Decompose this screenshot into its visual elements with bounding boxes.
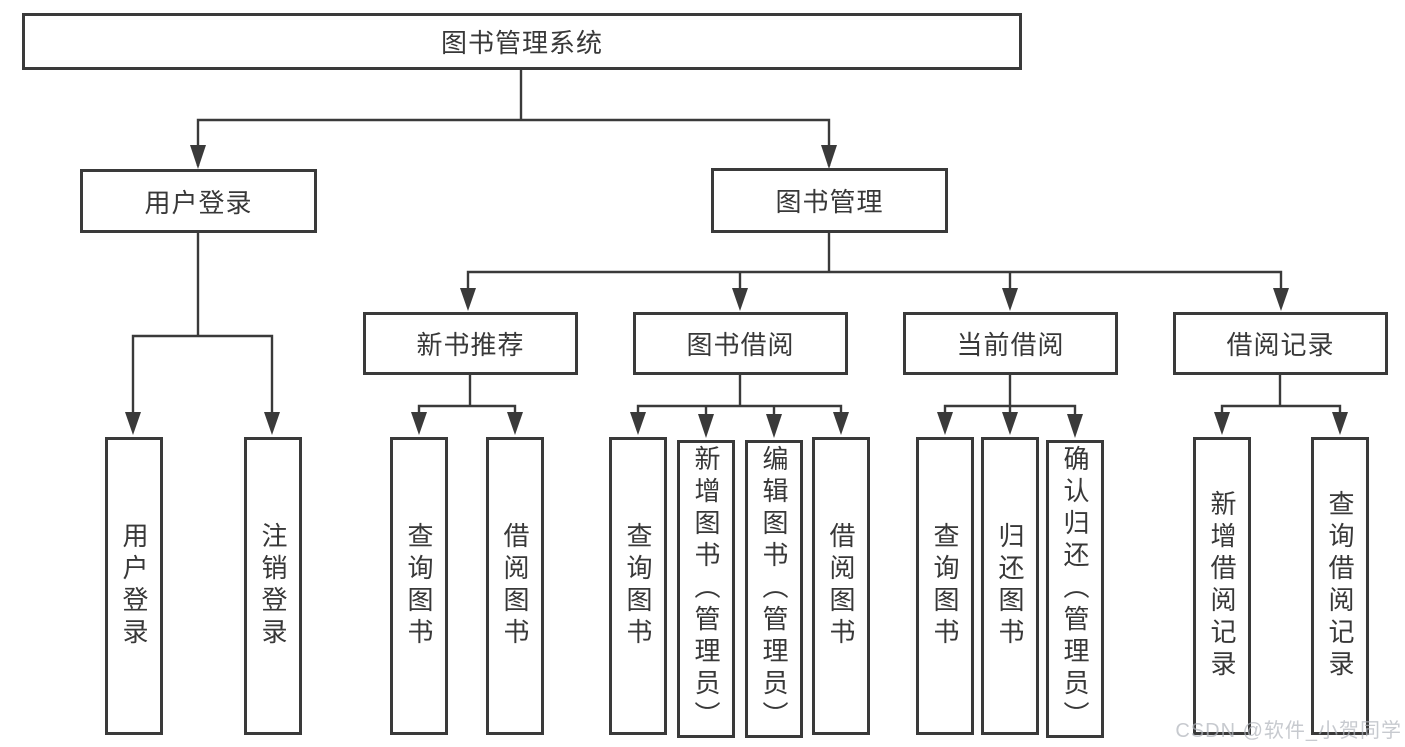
leaf-label: 编辑图书（管理员） [759, 445, 789, 733]
leaf-label: 确认归还（管理员） [1060, 445, 1090, 733]
leaf-confirm-return-admin: 确认归还（管理员） [1046, 440, 1104, 738]
leaf-add-book-admin: 新增图书（管理员） [677, 440, 735, 738]
leaf-user-login: 用户登录 [105, 437, 163, 735]
leaf-label: 借阅图书 [500, 522, 530, 650]
connector-user-login-children [125, 232, 280, 435]
node-library-management-system: 图书管理系统 [22, 13, 1022, 70]
connector-book-management-to-level3 [460, 232, 1289, 311]
node-label: 借阅记录 [1226, 330, 1335, 360]
leaf-label: 新增图书（管理员） [691, 445, 721, 733]
leaf-query-books-2: 查询图书 [609, 437, 667, 735]
node-user-login: 用户登录 [80, 169, 317, 233]
leaf-label: 用户登录 [119, 522, 149, 650]
csdn-watermark: CSDN @软件_小贺同学 [1175, 720, 1402, 742]
connector-current-borrowing-children [937, 374, 1083, 438]
leaf-label: 查询图书 [404, 522, 434, 650]
node-label: 图书借阅 [686, 330, 795, 360]
connector-root-to-level2 [190, 69, 837, 169]
leaf-query-books-3: 查询图书 [916, 437, 974, 735]
leaf-add-borrow-record: 新增借阅记录 [1193, 437, 1251, 735]
leaf-label: 归还图书 [995, 522, 1025, 650]
connector-book-borrowing-children [630, 374, 849, 438]
leaf-return-book: 归还图书 [981, 437, 1039, 735]
leaf-borrow-books-1: 借阅图书 [486, 437, 544, 735]
node-new-book-recommend: 新书推荐 [363, 312, 578, 375]
leaf-label: 借阅图书 [826, 522, 856, 650]
leaf-label: 查询图书 [930, 522, 960, 650]
node-book-borrowing: 图书借阅 [633, 312, 848, 375]
node-label: 用户登录 [144, 187, 253, 218]
leaf-label: 新增借阅记录 [1207, 490, 1237, 682]
node-borrowing-records: 借阅记录 [1173, 312, 1388, 375]
connector-borrowing-records-children [1214, 374, 1348, 435]
connector-new-book-recommend-children [411, 374, 523, 435]
node-book-management: 图书管理 [711, 168, 948, 233]
node-label: 图书管理系统 [440, 28, 603, 58]
node-label: 图书管理 [775, 187, 884, 217]
node-current-borrowing: 当前借阅 [903, 312, 1118, 375]
leaf-borrow-books-2: 借阅图书 [812, 437, 870, 735]
leaf-logout: 注销登录 [244, 437, 302, 735]
leaf-label: 注销登录 [258, 522, 288, 650]
node-label: 当前借阅 [956, 330, 1065, 360]
leaf-query-books-1: 查询图书 [390, 437, 448, 735]
leaf-label: 查询图书 [623, 522, 653, 650]
node-label: 新书推荐 [416, 330, 525, 360]
leaf-label: 查询借阅记录 [1325, 490, 1355, 682]
leaf-query-borrow-record: 查询借阅记录 [1311, 437, 1369, 735]
leaf-edit-book-admin: 编辑图书（管理员） [745, 440, 803, 738]
